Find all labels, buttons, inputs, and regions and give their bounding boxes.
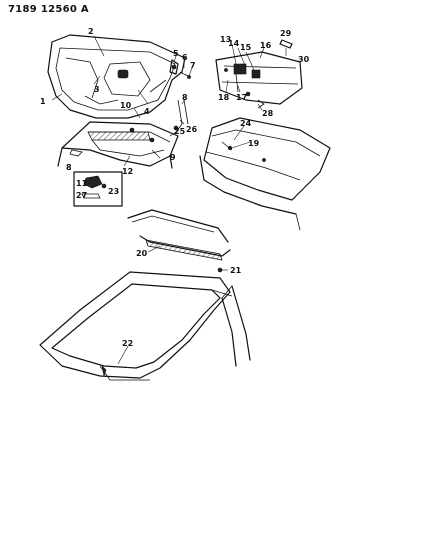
leader-lines [51,35,287,365]
callout-26: 26 [186,125,198,134]
callout-27: 27 [76,191,87,200]
callout-7: 7 [190,61,196,70]
callout-3: 3 [94,85,100,94]
rear-body [199,117,331,231]
sill-plate [127,209,231,273]
callout-11: 11 [76,179,88,188]
trunk-body [57,121,179,169]
callout-25: 25 [174,127,186,136]
lock-cylinder-inset [73,171,123,207]
callout-24: 24 [240,119,252,128]
deck-lid-panel [47,34,186,119]
callout-6: 6 [182,53,188,62]
callout-21: 21 [230,266,242,275]
callout-30: 30 [298,55,310,64]
callout-labels: 1 2 3 4 5 6 7 8 8 9 10 11 12 13 14 15 16… [40,27,310,348]
diagram-code: 7189 12560 A [8,4,89,15]
callout-20: 20 [136,249,148,258]
callout-18: 18 [218,93,230,102]
callout-10: 10 [120,101,132,110]
hinge-parts [169,59,191,133]
trunk-weatherstrip [39,271,251,381]
latch-panel [215,39,303,109]
callout-23: 23 [108,187,119,196]
callout-28: 28 [262,109,274,118]
callout-15: 15 [240,43,252,52]
callout-16: 16 [260,41,272,50]
callout-8a: 8 [182,93,188,102]
callout-29: 29 [280,29,292,38]
callout-4: 4 [144,107,150,116]
callout-22: 22 [122,339,133,348]
callout-14: 14 [228,39,240,48]
callout-9: 9 [170,153,176,162]
callout-5: 5 [173,49,179,58]
callout-19: 19 [248,139,260,148]
callout-8b: 8 [66,163,72,172]
callout-13: 13 [220,35,231,44]
callout-2: 2 [88,27,94,36]
callout-17: 17 [236,93,247,102]
callout-12: 12 [122,167,133,176]
callout-1: 1 [40,97,46,106]
